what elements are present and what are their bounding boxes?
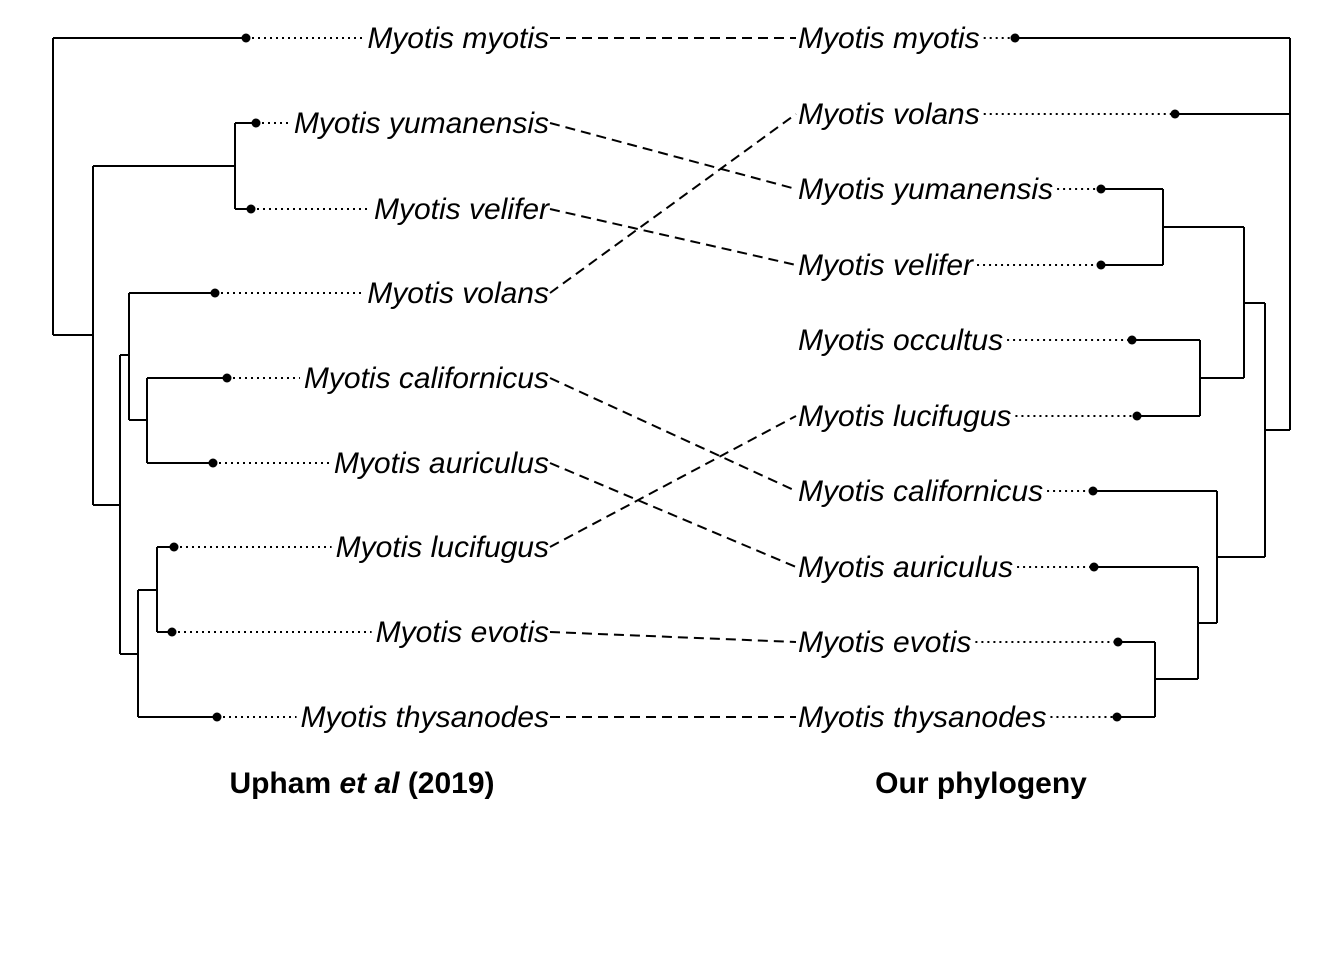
right-branch-node-c [1093, 490, 1218, 624]
left-branch-node-a [92, 165, 235, 506]
right-branch-node-d [1094, 566, 1199, 680]
left-tip-dot [167, 627, 177, 637]
right-tip-label-myotis-californicus: Myotis californicus [798, 475, 1043, 508]
left-tip-label-myotis-yumanensis: Myotis yumanensis [294, 107, 549, 140]
left-tip-label-myotis-californicus: Myotis californicus [304, 362, 549, 395]
right-tip-dot [1132, 411, 1142, 421]
link-myotis-auriculus [549, 462, 797, 568]
right-tip-label-myotis-myotis: Myotis myotis [798, 22, 980, 55]
link-myotis-californicus [549, 377, 797, 492]
left-tip-label-myotis-evotis: Myotis evotis [376, 616, 549, 649]
right-tip-dot [1112, 712, 1122, 722]
right-tip-label-myotis-evotis: Myotis evotis [798, 626, 971, 659]
right-tip-dot [1088, 486, 1098, 496]
left-branch-lucif-evotis [156, 546, 174, 633]
right-branch-root [1015, 37, 1291, 431]
right-branch-node-b [1163, 226, 1245, 379]
left-tip-dot [169, 542, 179, 552]
left-tip-label-myotis-volans: Myotis volans [367, 277, 549, 310]
left-tip-label-myotis-thysanodes: Myotis thysanodes [301, 701, 549, 734]
link-myotis-evotis [549, 631, 797, 643]
right-branch-node-a [1217, 302, 1266, 558]
right-tip-dot [1010, 33, 1020, 43]
right-tip-dot [1170, 109, 1180, 119]
left-tip-dot [241, 33, 251, 43]
link-myotis-lucifugus [549, 415, 797, 548]
left-tip-dot [208, 458, 218, 468]
right-tip-dot [1127, 335, 1137, 345]
right-tip-label-myotis-yumanensis: Myotis yumanensis [798, 173, 1053, 206]
left-tip-label-myotis-myotis: Myotis myotis [367, 22, 549, 55]
left-tree-caption: Upham et al (2019) [229, 767, 494, 800]
left-tip-dot [210, 288, 220, 298]
left-tip-label-myotis-lucifugus: Myotis lucifugus [336, 531, 549, 564]
left-branch-node-c [128, 292, 215, 421]
left-tip-dot [212, 712, 222, 722]
link-myotis-volans [549, 113, 797, 294]
right-tip-label-myotis-lucifugus: Myotis lucifugus [798, 400, 1011, 433]
left-branch-calif-auric [146, 377, 227, 464]
left-tip-label-myotis-auriculus: Myotis auriculus [334, 447, 549, 480]
link-myotis-velifer [549, 208, 797, 266]
right-tip-dot [1089, 562, 1099, 572]
left-tip-label-myotis-velifer: Myotis velifer [374, 193, 550, 226]
link-myotis-yumanensis [549, 122, 797, 190]
left-branch-root [52, 37, 246, 336]
right-tip-dot [1096, 184, 1106, 194]
left-branch-node-d [137, 589, 217, 718]
right-tip-dot [1096, 260, 1106, 270]
right-tip-dot [1113, 637, 1123, 647]
tanglegram-links [549, 37, 797, 718]
left-tip-dot [246, 204, 256, 214]
right-tip-label-myotis-volans: Myotis volans [798, 98, 980, 131]
right-branch-occult-lucif [1132, 339, 1201, 417]
left-branch-yuma-velifer [234, 122, 256, 210]
right-tip-label-myotis-velifer: Myotis velifer [798, 249, 974, 282]
left-tip-dot [251, 118, 261, 128]
left-branch-node-b [119, 354, 138, 655]
right-branch-evotis-thysan [1117, 641, 1156, 718]
left-tip-dot [222, 373, 232, 383]
right-branch-yuma-velifer [1101, 188, 1164, 266]
right-tip-label-myotis-thysanodes: Myotis thysanodes [798, 701, 1046, 734]
right-tip-label-myotis-auriculus: Myotis auriculus [798, 551, 1013, 584]
right-tree-caption: Our phylogeny [875, 767, 1087, 800]
right-tip-label-myotis-occultus: Myotis occultus [798, 324, 1003, 357]
